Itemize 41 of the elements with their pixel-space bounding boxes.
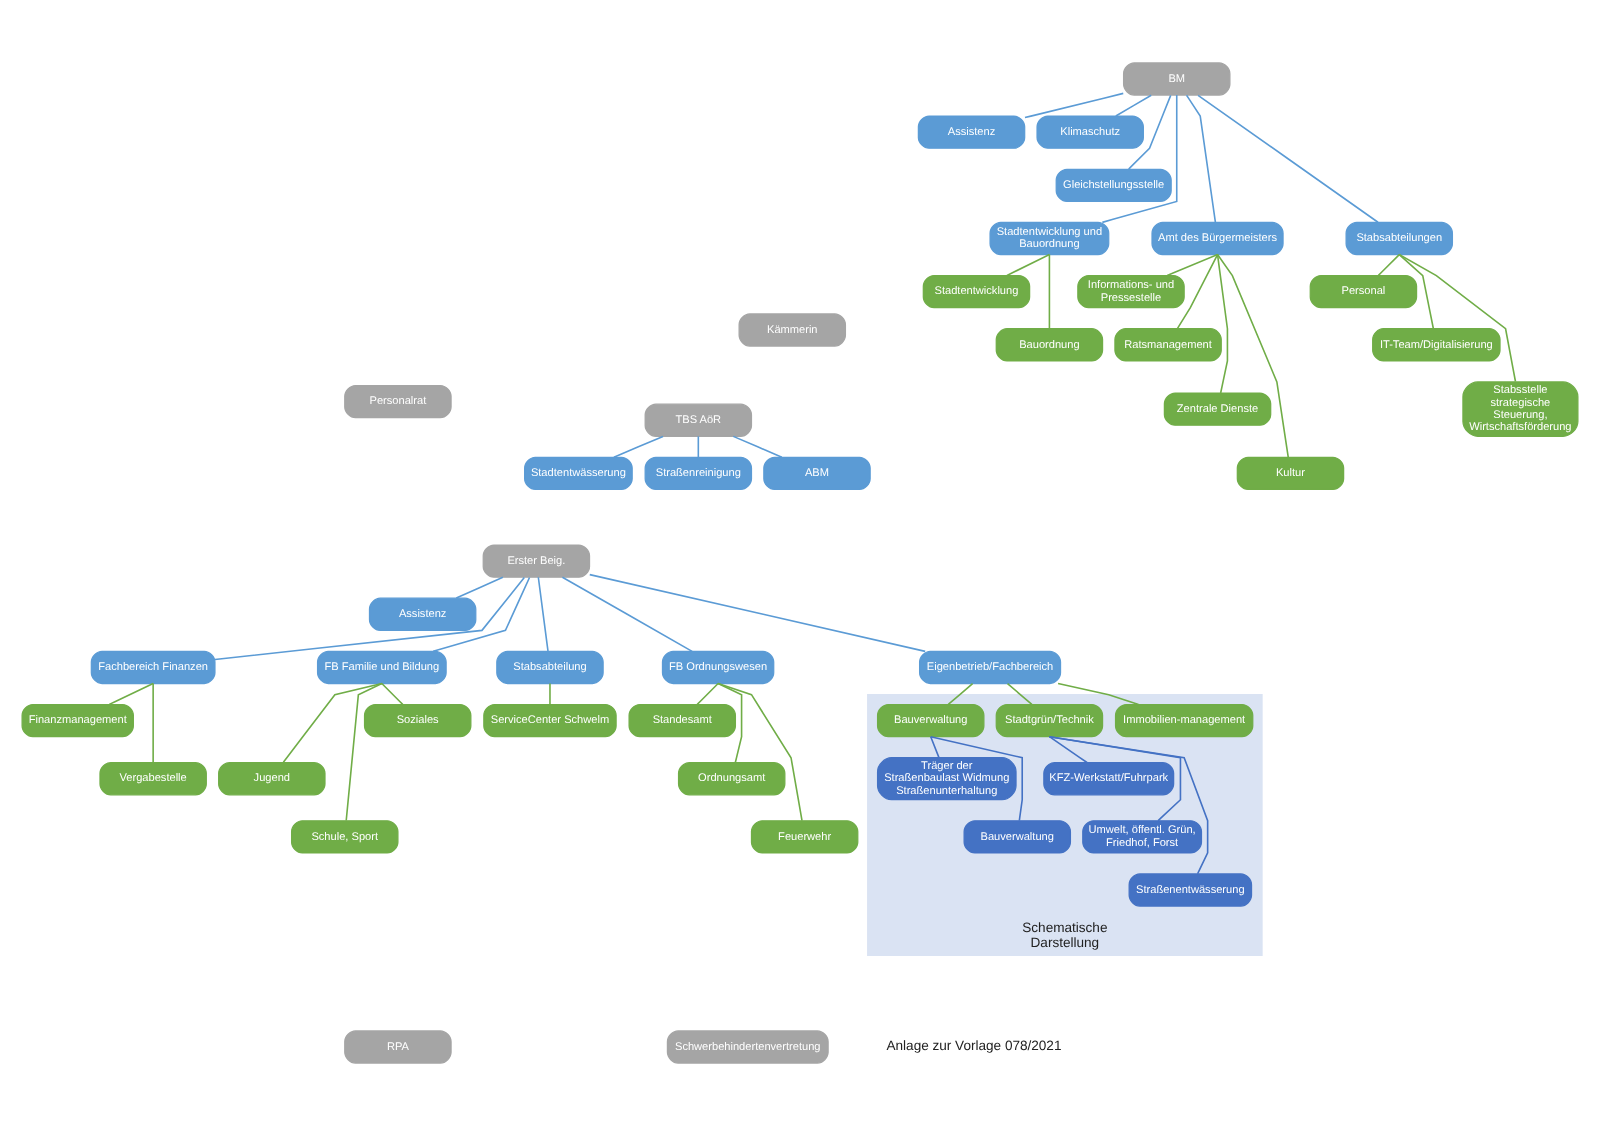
connector [1057, 682, 1140, 706]
connector [537, 576, 549, 653]
connector [1398, 253, 1435, 330]
connector [929, 735, 940, 759]
connector [1216, 253, 1229, 394]
connector [1216, 253, 1290, 459]
connector [214, 576, 526, 661]
connector [717, 682, 743, 764]
connector [1398, 253, 1517, 383]
connector [947, 682, 974, 706]
connector [282, 682, 383, 764]
connector [455, 576, 504, 599]
connector [1166, 253, 1219, 277]
connector [1197, 94, 1379, 224]
connector [1048, 735, 1209, 875]
connector [1048, 735, 1088, 764]
connector [1048, 735, 1182, 822]
connector [561, 576, 693, 653]
connector [696, 682, 719, 706]
connector [732, 435, 783, 458]
connector [345, 682, 383, 822]
connector [1176, 253, 1219, 330]
connector [717, 682, 803, 822]
connector [1006, 253, 1051, 277]
connector [432, 576, 531, 653]
connector [697, 435, 700, 458]
connector [588, 573, 926, 653]
connector [1006, 682, 1033, 706]
connector [1185, 94, 1217, 224]
connector [1048, 253, 1051, 330]
connector [549, 682, 551, 706]
connector [1115, 94, 1153, 117]
connector [108, 682, 154, 706]
connector [381, 682, 404, 706]
connector [1101, 94, 1178, 224]
connector [152, 682, 154, 764]
connector [1024, 92, 1125, 119]
connector [1377, 253, 1401, 277]
connector [613, 435, 664, 458]
connector [1127, 94, 1172, 170]
connector [929, 735, 1023, 822]
